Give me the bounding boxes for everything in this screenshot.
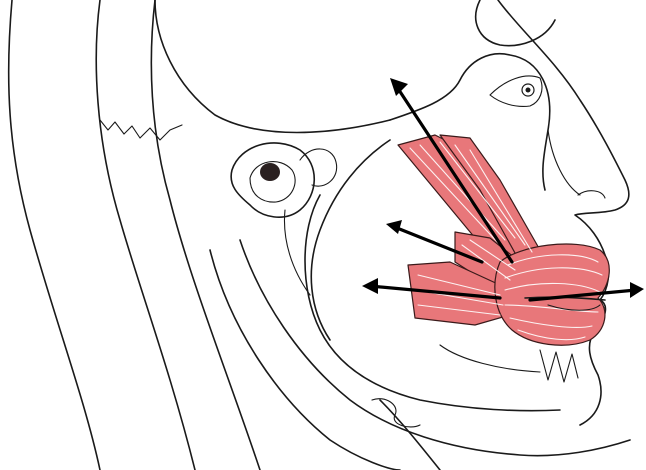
chin-detail xyxy=(440,345,540,372)
vertebra-line-2 xyxy=(151,0,260,470)
orbit xyxy=(476,0,555,46)
suture-line xyxy=(100,120,182,140)
nasal-line xyxy=(548,130,580,195)
eye-pupil xyxy=(526,88,531,93)
arrow-upward xyxy=(390,78,512,262)
cheek-contour xyxy=(311,140,390,340)
hyoid-curve xyxy=(372,399,420,427)
neck-back-line xyxy=(9,0,100,470)
lower-teeth xyxy=(540,350,578,382)
nostril xyxy=(578,191,605,198)
ear xyxy=(231,143,337,295)
ear-canal xyxy=(260,163,280,181)
neck-front-line-2 xyxy=(380,400,440,470)
skull-contour xyxy=(155,0,390,133)
